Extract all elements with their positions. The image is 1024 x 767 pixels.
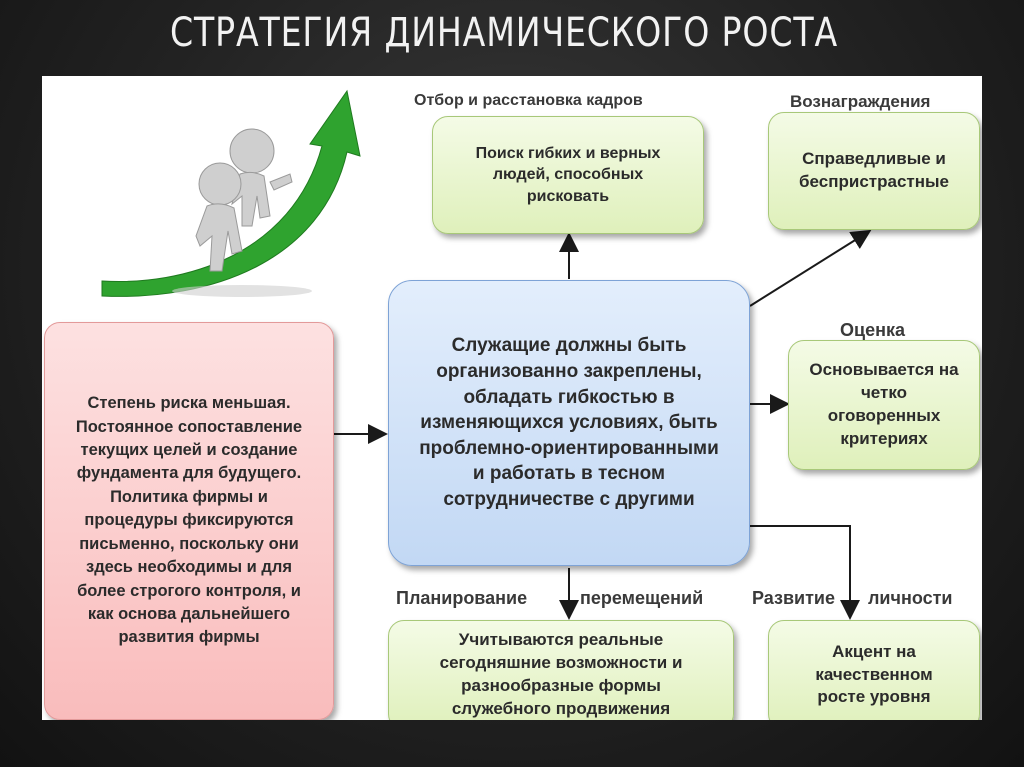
development-box: Акцент на качественном росте уровня (768, 620, 980, 720)
evaluation-label: Оценка (840, 320, 905, 340)
figures-icon (195, 128, 293, 272)
left-text: Степень риска меньшая. Постоянное сопост… (75, 394, 303, 647)
diagram-panel: Отбор и расстановка кадров Вознаграждени… (42, 76, 982, 720)
selection-text: Поиск гибких и верных людей, способных р… (475, 144, 661, 205)
slide-title: СТРАТЕГИЯ ДИНАМИЧЕСКОГО РОСТА (170, 10, 839, 56)
development-label-right: личности (868, 588, 953, 608)
planning-text: Учитываются реальные сегодняшние возможн… (439, 630, 683, 718)
center-box: Служащие должны быть организованно закре… (388, 280, 750, 566)
center-text: Служащие должны быть организованно закре… (419, 335, 719, 511)
evaluation-text: Основывается на четко оговоренных критер… (809, 360, 959, 448)
selection-label: Отбор и расстановка кадров (414, 92, 643, 109)
arrow-center-to-rewards (749, 229, 872, 307)
evaluation-box: Основывается на четко оговоренных критер… (788, 340, 980, 470)
growth-illustration (101, 89, 361, 297)
connector-arrows (334, 229, 872, 620)
planning-label-right: перемещений (580, 588, 704, 608)
rewards-label: Вознаграждения (790, 92, 931, 111)
rewards-text: Справедливые и беспристрастные (799, 149, 949, 191)
selection-box: Поиск гибких и верных людей, способных р… (432, 116, 704, 234)
arrow-center-to-development (750, 525, 860, 620)
planning-label-left: Планирование (396, 588, 528, 608)
left-box: Степень риска меньшая. Постоянное сопост… (44, 322, 334, 720)
development-text: Акцент на качественном росте уровня (815, 641, 933, 707)
development-label-left: Развитие (752, 588, 835, 608)
rewards-box: Справедливые и беспристрастные (768, 112, 980, 230)
planning-box: Учитываются реальные сегодняшние возможн… (388, 620, 734, 720)
